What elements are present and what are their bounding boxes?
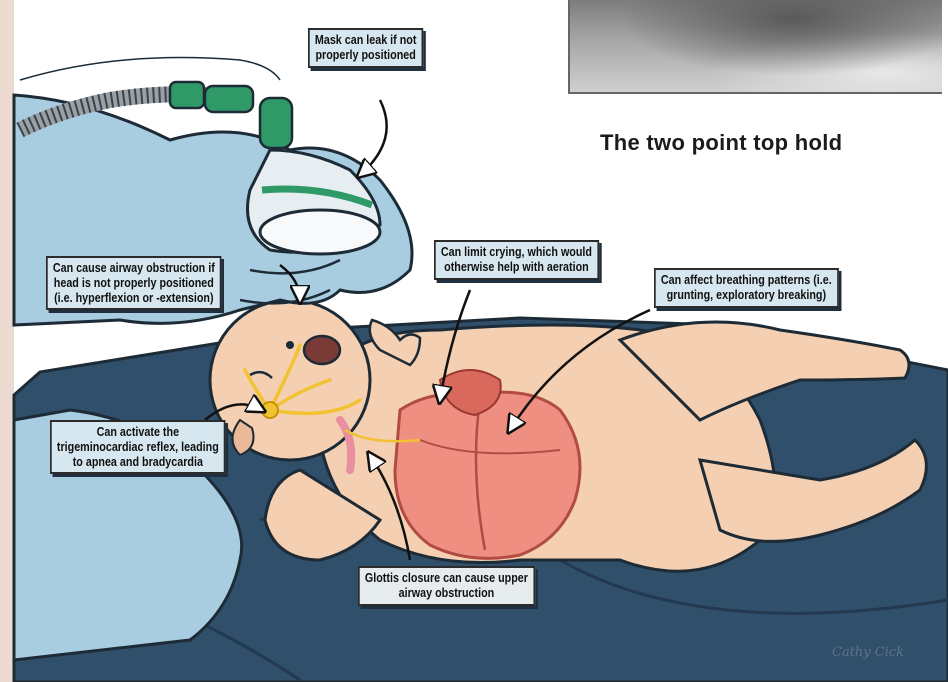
callout-airway-line-1: Can cause airway obstruction if — [53, 261, 215, 276]
callout-breathing-patterns: Can affect breathing patterns (i.e. grun… — [654, 268, 839, 308]
baby-nostril — [286, 341, 294, 349]
face-mask-rim — [260, 210, 380, 254]
callout-breathing-line-1: Can affect breathing patterns (i.e. — [661, 273, 832, 288]
green-connector-3 — [260, 98, 292, 148]
arrow-mask-leak — [360, 100, 387, 175]
callout-glottis-line-2: airway obstruction — [365, 586, 528, 601]
callout-limit-crying: Can limit crying, which would otherwise … — [434, 240, 599, 280]
callout-crying-line-2: otherwise help with aeration — [441, 260, 592, 275]
nerve-ganglion — [262, 402, 278, 418]
callout-mask-leak-line-1: Mask can leak if not — [315, 33, 417, 48]
callout-trigeminal-line-3: to apnea and bradycardia — [57, 455, 219, 470]
callout-glottis-line-1: Glottis closure can cause upper — [365, 571, 528, 586]
callout-breathing-line-2: grunting, exploratory breaking) — [661, 288, 832, 303]
baby-mouth — [304, 336, 340, 364]
artist-signature: Cathy Cick — [832, 645, 904, 660]
callout-trigeminocardiac: Can activate the trigeminocardiac reflex… — [50, 420, 226, 474]
lungs — [395, 392, 580, 558]
callout-trigeminal-line-2: trigeminocardiac reflex, leading — [57, 440, 219, 455]
callout-trigeminal-line-1: Can activate the — [57, 425, 219, 440]
callout-glottis: Glottis closure can cause upper airway o… — [358, 566, 535, 606]
callout-mask-leak: Mask can leak if not properly positioned — [308, 28, 423, 68]
callout-crying-line-1: Can limit crying, which would — [441, 245, 592, 260]
green-connector-1 — [170, 82, 204, 108]
callout-airway-line-3: (i.e. hyperflexion or -extension) — [53, 291, 215, 306]
green-connector-2 — [205, 86, 253, 112]
callout-airway-obstruction: Can cause airway obstruction if head is … — [46, 256, 222, 310]
callout-mask-leak-line-2: properly positioned — [315, 48, 417, 63]
callout-airway-line-2: head is not properly positioned — [53, 276, 215, 291]
